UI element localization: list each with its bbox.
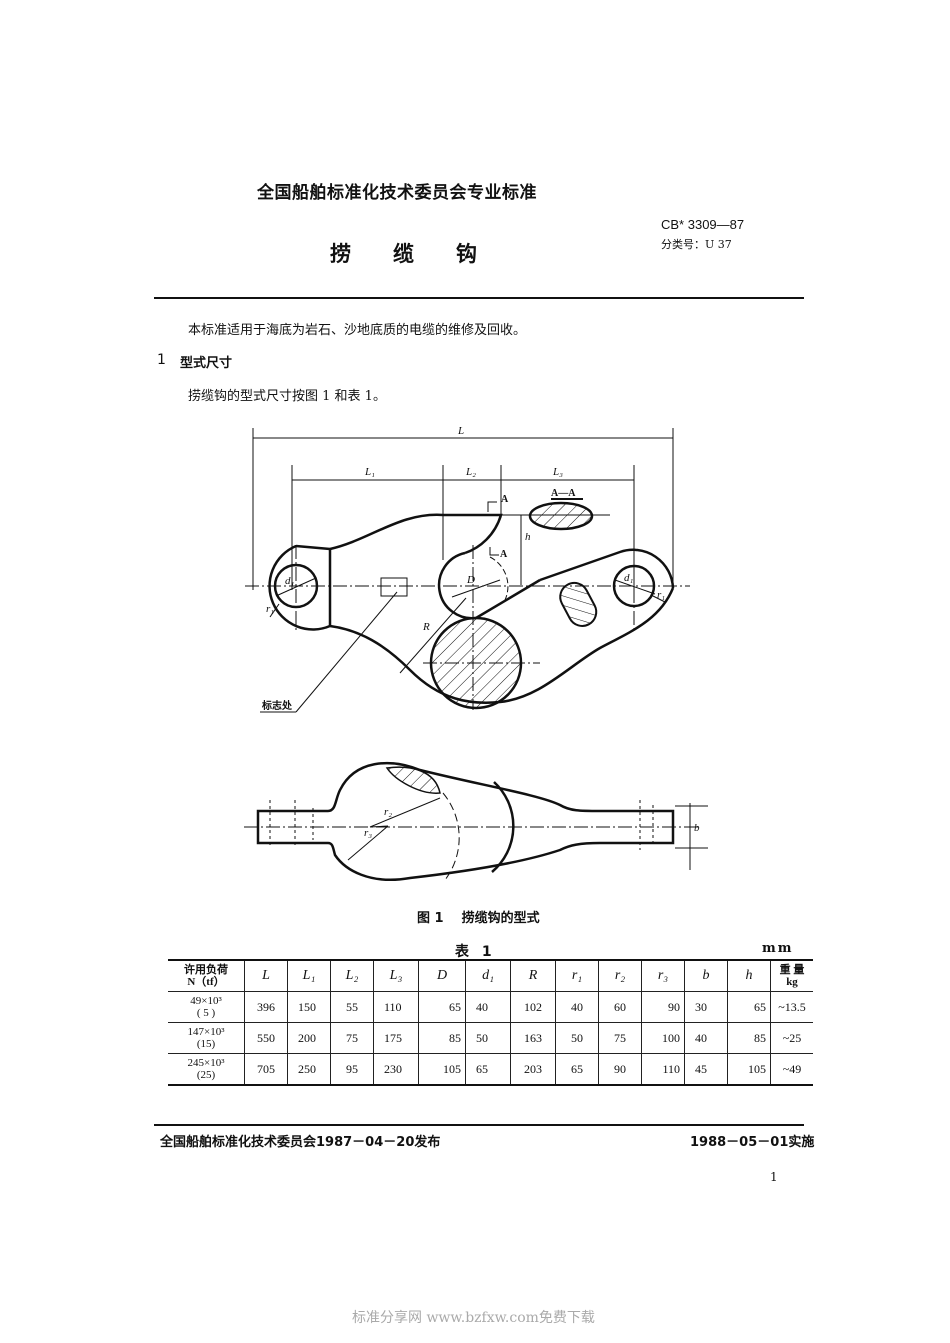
label-r1-left: r₁ [266,603,274,615]
label-L: L [457,425,464,437]
cell-h: 65 [727,991,771,1023]
figure-caption: 图 1 捞缆钩的型式 [417,907,558,926]
cell-L: 396 [244,991,288,1023]
cell-mass: ~25 [770,1022,813,1054]
table-title: 表 1 [455,944,496,960]
header-b: b [684,959,728,992]
header-r1: r₁ [555,959,599,992]
label-R: R [422,621,430,633]
table-row: 245×10³ (25) 705 250 95 230 105 65 203 6… [168,1053,813,1086]
header-divider [154,297,804,299]
cell-R: 203 [510,1053,556,1086]
header-D: D [418,959,466,992]
header-r2: r₂ [598,959,642,992]
label-d1-right: d₁ [624,572,634,584]
cell-r3: 100 [641,1022,685,1054]
cell-h: 85 [727,1022,771,1054]
cell-load: 147×10³ (15) [168,1022,245,1054]
cell-b: 30 [684,991,728,1023]
issue-date: 全国船舶标准化技术委员会1987－04－20发布 [160,1135,441,1150]
header-L2: L₂ [330,959,374,992]
cell-L1: 200 [287,1022,331,1054]
cell-d1: 50 [465,1022,511,1054]
table-unit: mm [762,941,794,956]
dimension-table: 许用负荷 N（tf） L L₁ L₂ L₃ D d₁ R r₁ r₂ r₃ b … [168,959,813,1086]
figure-drawing: L L₁ L₂ L₃ h D R d₁ d₁ r₁ r₁ r₂ r₃ b A A… [244,425,708,881]
cell-L1: 250 [287,1053,331,1086]
cell-L2: 75 [330,1022,374,1054]
label-L2: L₂ [465,466,476,478]
label-b: b [694,822,700,834]
label-L3: L₃ [552,466,563,478]
section-number: 1 [157,352,166,368]
header-L: L [244,959,288,992]
cell-mass: ~49 [770,1053,813,1086]
classification-number: 分类号：U 37 [661,238,732,251]
figure-caption-number: 图 1 [417,911,444,926]
table-row: 147×10³ (15) 550 200 75 175 85 50 163 50… [168,1022,813,1054]
header-mass: 重 量 kg [770,959,813,992]
header-r3: r₃ [641,959,685,992]
section-title: 型式尺寸 [180,356,233,371]
table-header-row: 许用负荷 N（tf） L L₁ L₂ L₃ D d₁ R r₁ r₂ r₃ b … [168,959,813,992]
cell-r2: 75 [598,1022,642,1054]
section-mark-bottom: A [500,549,508,560]
cell-d1: 65 [465,1053,511,1086]
label-r1-right: r₁ [657,589,665,601]
label-d1-left: d₁ [285,575,295,587]
cell-r1: 40 [555,991,599,1023]
section-paragraph: 捞缆钩的型式尺寸按图 1 和表 1。 [188,389,386,404]
header-R: R [510,959,556,992]
cell-mass: ~13.5 [770,991,813,1023]
watermark: 标准分享网 www.bzfxw.com免费下载 [352,1310,595,1326]
cell-L: 705 [244,1053,288,1086]
figure-caption-text: 捞缆钩的型式 [461,911,540,926]
section-view-label: A—A [551,488,576,499]
organization-title: 全国船舶标准化技术委员会专业标准 [257,183,537,203]
header-L3: L₃ [373,959,419,992]
footer-divider [154,1124,804,1126]
table-row: 49×10³ ( 5 ) 396 150 55 110 65 40 102 40… [168,991,813,1023]
cell-h: 105 [727,1053,771,1086]
standard-code: CB* 3309—87 [661,217,745,232]
cell-r2: 90 [598,1053,642,1086]
cell-L2: 55 [330,991,374,1023]
label-L1: L₁ [364,466,375,478]
cell-load: 49×10³ ( 5 ) [168,991,245,1023]
label-r2: r₂ [384,806,392,818]
cell-r1: 50 [555,1022,599,1054]
scope-paragraph: 本标准适用于海底为岩石、沙地底质的电缆的维修及回收。 [188,323,527,338]
cell-r2: 60 [598,991,642,1023]
cell-R: 102 [510,991,556,1023]
cell-L3: 110 [373,991,419,1023]
cell-L3: 230 [373,1053,419,1086]
section-mark-top: A [501,494,509,505]
label-D: D [466,574,475,586]
cell-b: 40 [684,1022,728,1054]
marking-location-label: 标志处 [261,699,293,712]
cell-L1: 150 [287,991,331,1023]
cell-D: 105 [418,1053,466,1086]
cell-L3: 175 [373,1022,419,1054]
header-L1: L₁ [287,959,331,992]
header-d1: d₁ [465,959,511,992]
cell-r3: 110 [641,1053,685,1086]
cell-load: 245×10³ (25) [168,1053,245,1086]
label-h: h [525,531,531,543]
cell-D: 85 [418,1022,466,1054]
cell-d1: 40 [465,991,511,1023]
cell-r1: 65 [555,1053,599,1086]
cell-b: 45 [684,1053,728,1086]
cell-L2: 95 [330,1053,374,1086]
cell-R: 163 [510,1022,556,1054]
header-load: 许用负荷 N（tf） [168,959,245,992]
cell-D: 65 [418,991,466,1023]
header-h: h [727,959,771,992]
label-r3: r₃ [364,827,372,839]
document-title: 捞缆钩 [330,242,519,266]
cell-L: 550 [244,1022,288,1054]
effective-date: 1988－05－01实施 [690,1135,815,1150]
cell-r3: 90 [641,991,685,1023]
page-number: 1 [770,1170,778,1184]
